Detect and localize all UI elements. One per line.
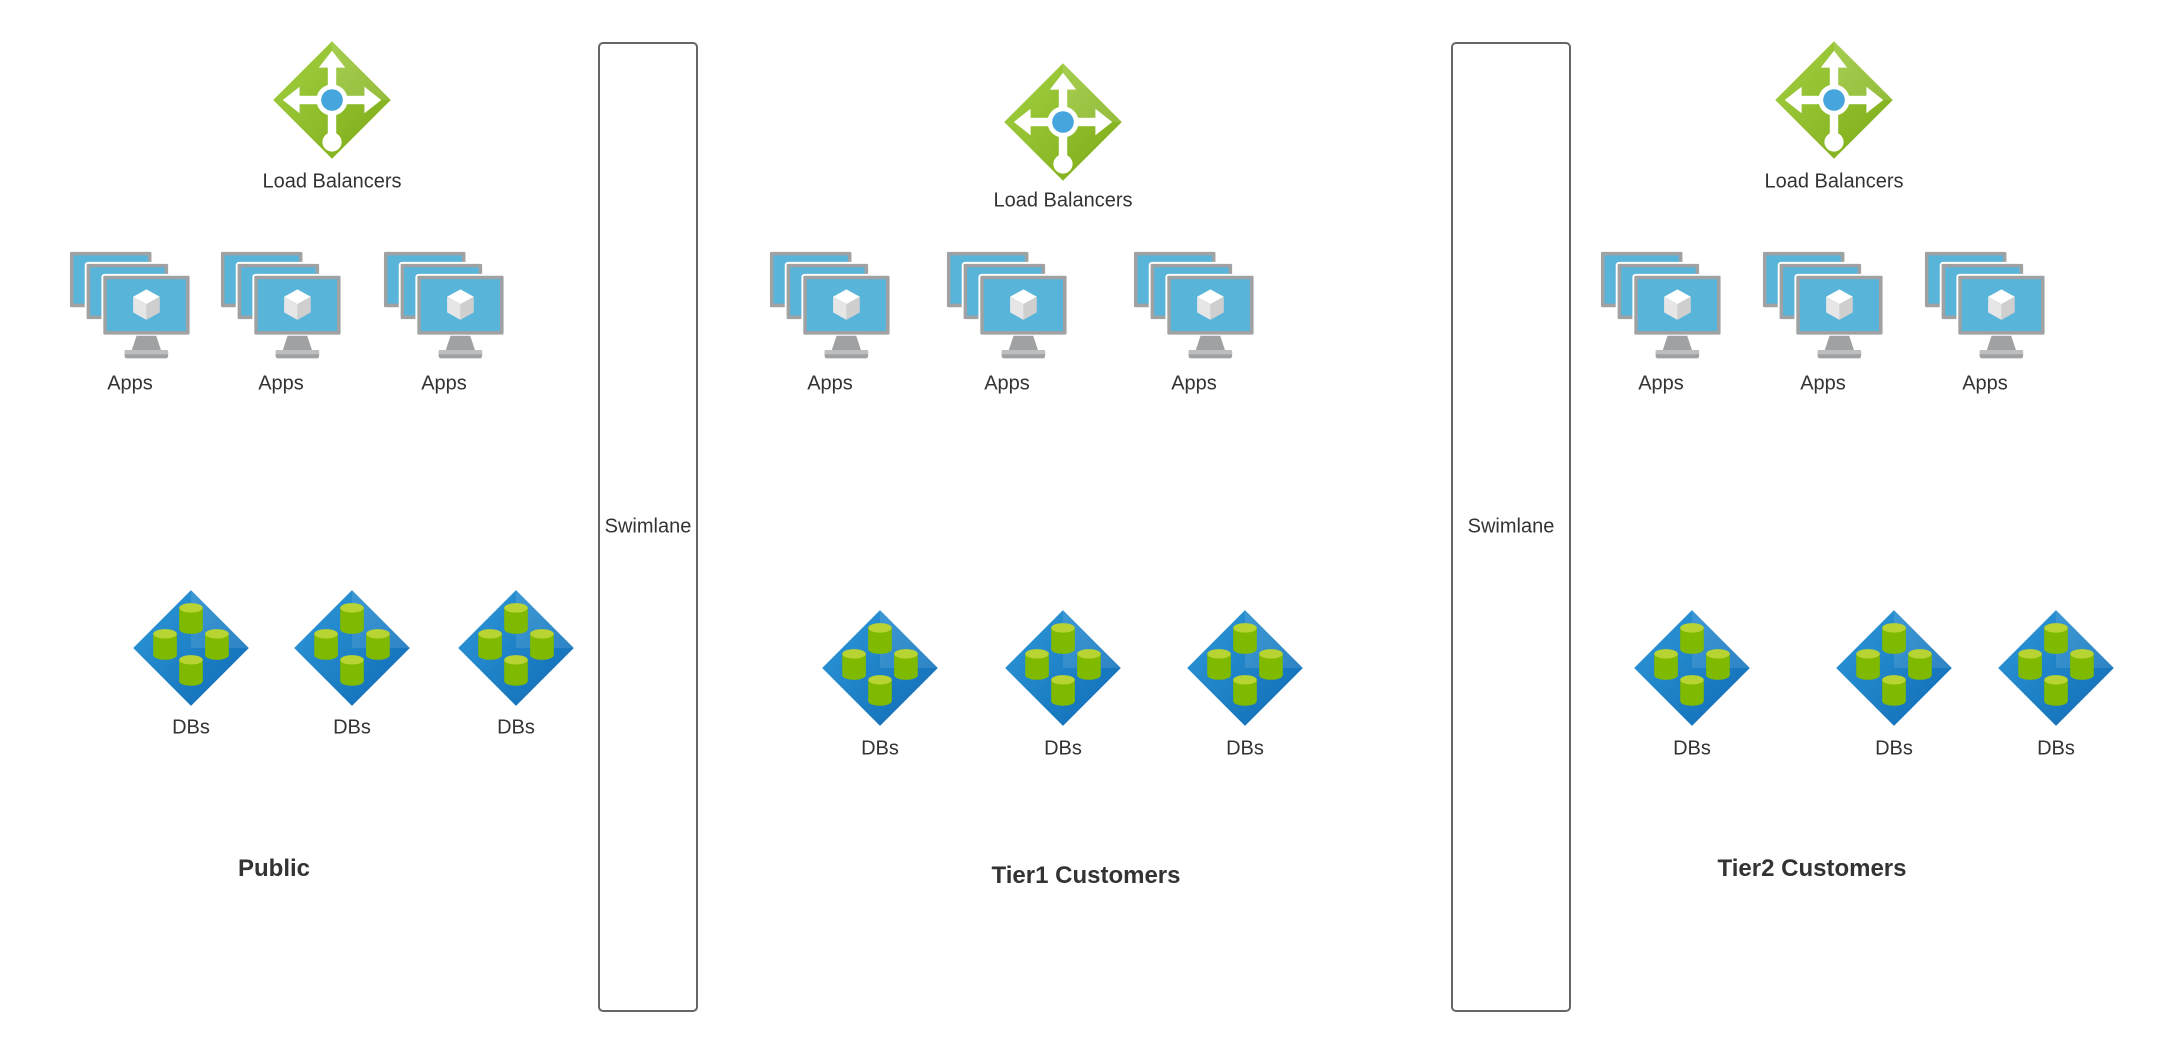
section-title: Tier2 Customers: [1717, 855, 1907, 882]
apps-icon: [1761, 250, 1885, 362]
apps-label: Apps: [984, 372, 1030, 395]
apps-label: Apps: [1638, 372, 1684, 395]
apps-label: Apps: [421, 372, 467, 395]
apps-icon: [219, 250, 343, 362]
apps-icon: [768, 250, 892, 362]
apps-icon: [382, 250, 506, 362]
dbs-icon: [1835, 609, 1953, 727]
dbs-icon: [821, 609, 939, 727]
dbs-label: DBs: [861, 737, 899, 760]
apps-label: Apps: [1800, 372, 1846, 395]
apps-label: Apps: [1171, 372, 1217, 395]
dbs-label: DBs: [1875, 737, 1913, 760]
load-balancer-icon: [272, 40, 392, 160]
dbs-label: DBs: [172, 716, 210, 739]
dbs-icon: [1186, 609, 1304, 727]
section-title: Tier1 Customers: [991, 862, 1181, 889]
dbs-label: DBs: [1226, 737, 1264, 760]
apps-icon: [1923, 250, 2047, 362]
apps-icon: [1599, 250, 1723, 362]
dbs-label: DBs: [1673, 737, 1711, 760]
dbs-label: DBs: [1044, 737, 1082, 760]
apps-label: Apps: [1962, 372, 2008, 395]
load-balancers-label: Load Balancers: [993, 189, 1133, 212]
load-balancer-icon: [1003, 62, 1123, 182]
dbs-label: DBs: [333, 716, 371, 739]
dbs-icon: [1004, 609, 1122, 727]
load-balancers-label: Load Balancers: [1764, 170, 1904, 193]
dbs-label: DBs: [2037, 737, 2075, 760]
apps-icon: [68, 250, 192, 362]
swimlane-label: Swimlane: [604, 515, 692, 538]
load-balancer-icon: [1774, 40, 1894, 160]
swimlane-label: Swimlane: [1467, 515, 1555, 538]
section-title: Public: [237, 855, 311, 882]
apps-label: Apps: [107, 372, 153, 395]
apps-icon: [1132, 250, 1256, 362]
dbs-icon: [457, 589, 575, 707]
dbs-icon: [132, 589, 250, 707]
swimlane: Swimlane: [1451, 42, 1571, 1012]
apps-icon: [945, 250, 1069, 362]
dbs-icon: [293, 589, 411, 707]
dbs-label: DBs: [497, 716, 535, 739]
apps-label: Apps: [807, 372, 853, 395]
dbs-icon: [1633, 609, 1751, 727]
swimlane: Swimlane: [598, 42, 698, 1012]
apps-label: Apps: [258, 372, 304, 395]
dbs-icon: [1997, 609, 2115, 727]
load-balancers-label: Load Balancers: [262, 170, 402, 193]
